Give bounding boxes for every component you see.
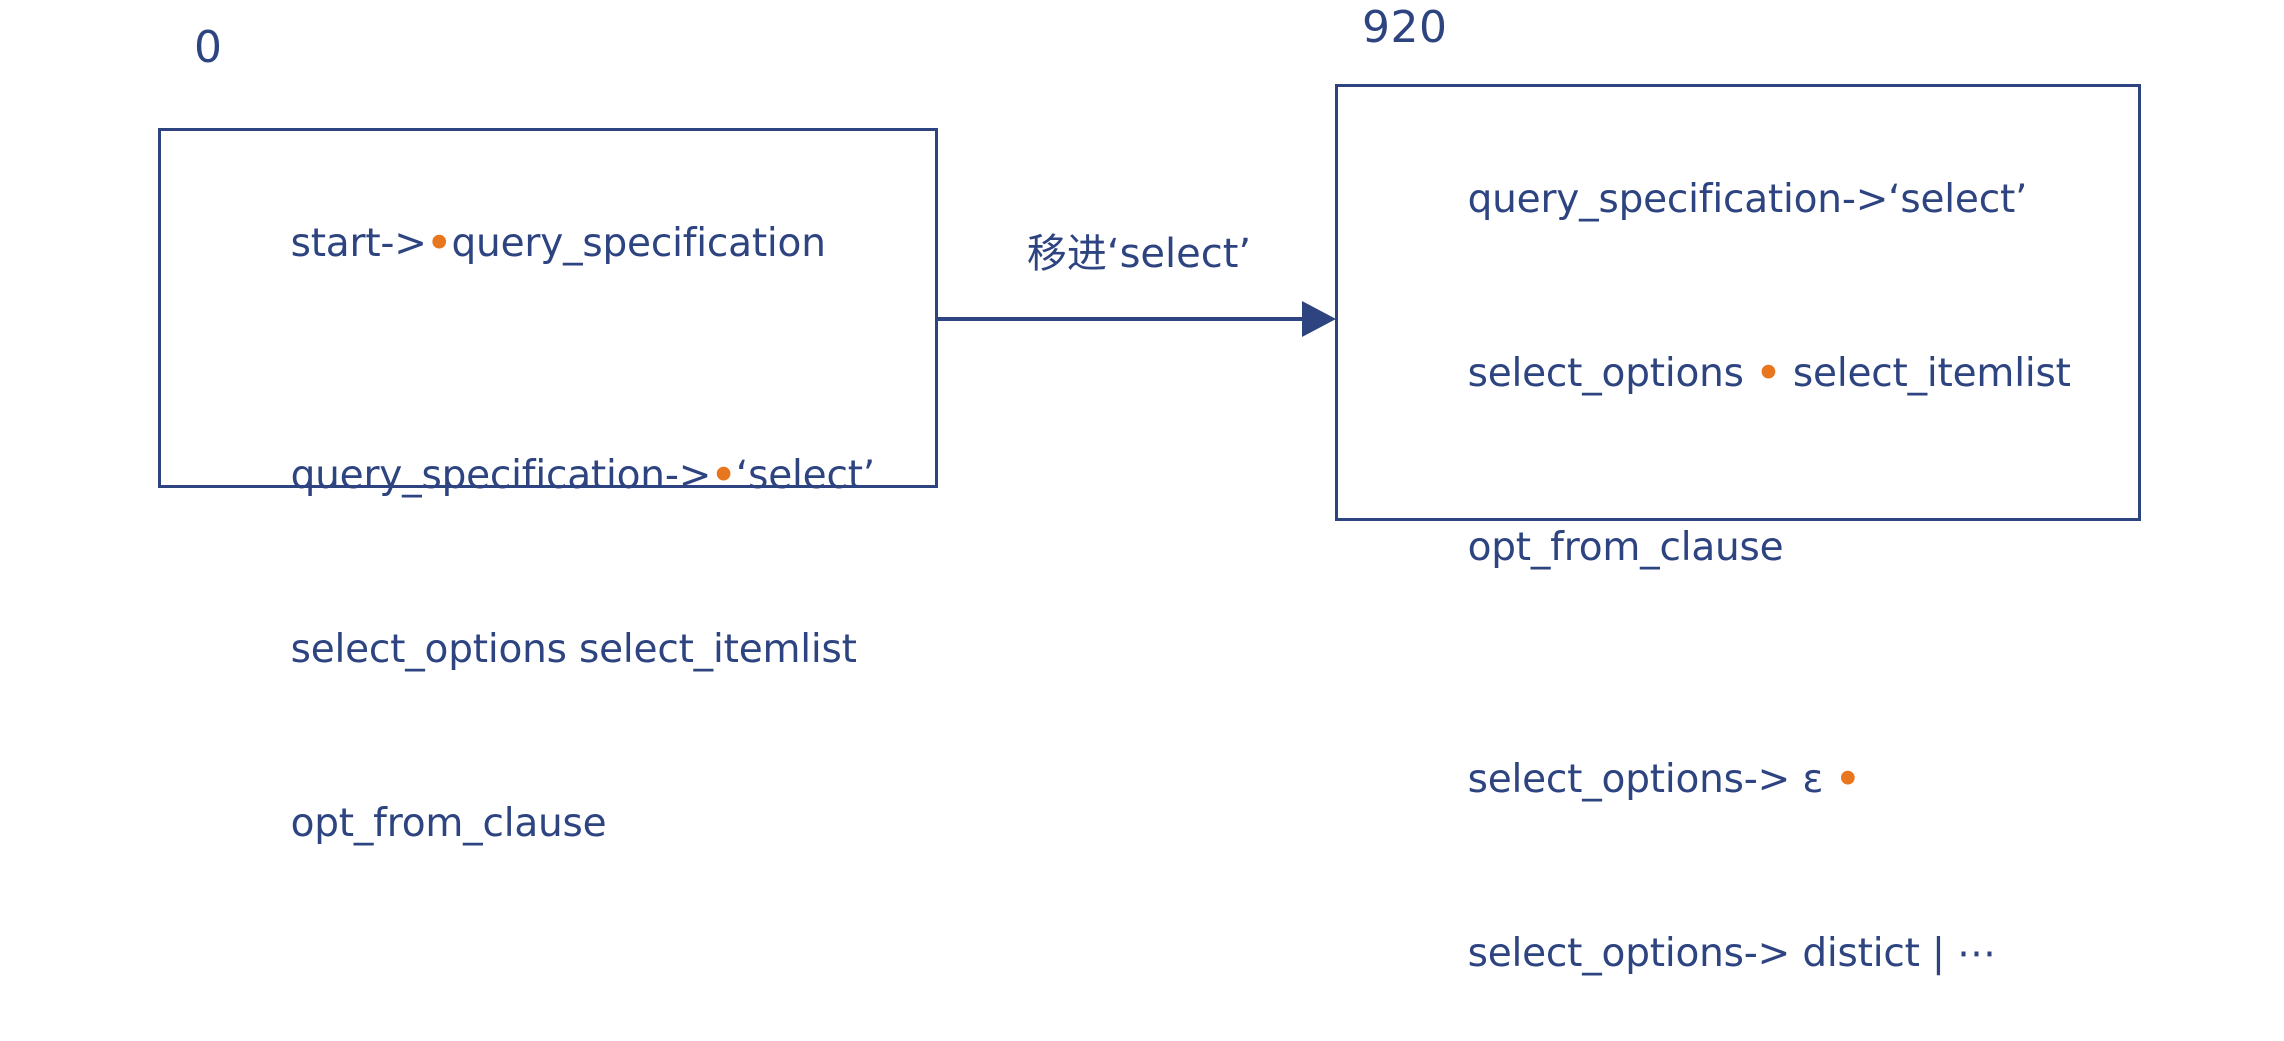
- item-line: select_options-> distict | ⋯: [1370, 867, 2071, 1041]
- item-line: opt_from_clause: [1370, 461, 2071, 635]
- transition-arrow: [938, 296, 1338, 342]
- item-list-state-920: query_specification->‘select’ select_opt…: [1338, 87, 2071, 1041]
- item-line: start->•query_specification: [193, 157, 875, 331]
- item-text: select_options-> ε: [1467, 757, 1836, 802]
- diagram-canvas: 0 start->•query_specification query_spec…: [158, 2, 2141, 976]
- item-text: select_itemlist: [1780, 351, 2071, 396]
- state-box-920: query_specification->‘select’ select_opt…: [1335, 84, 2141, 976]
- item-line-spacer: [193, 331, 875, 389]
- state-box-0: start->•query_specification query_specif…: [158, 128, 938, 846]
- item-text: query_specification->: [290, 453, 712, 498]
- item-text: select_options-> distict | ⋯: [1467, 931, 1996, 976]
- item-text: start->: [290, 221, 427, 266]
- parse-position-dot-icon: •: [711, 453, 736, 498]
- transition-label: 移进‘select’: [1026, 231, 1252, 277]
- item-line: opt_from_clause: [193, 737, 875, 911]
- item-line: query_specification->•‘select’: [193, 389, 876, 563]
- item-line: select_options • select_itemlist: [1370, 287, 2071, 461]
- parse-position-dot-icon: •: [1756, 351, 1781, 396]
- item-text: opt_from_clause: [1467, 525, 1784, 570]
- parse-position-dot-icon: •: [1835, 757, 1861, 802]
- item-text: ‘select’: [735, 453, 875, 498]
- item-text: select_options: [1467, 351, 1756, 396]
- item-text: select_options select_itemlist: [290, 627, 857, 672]
- item-line: select_options select_itemlist: [193, 563, 875, 737]
- state-label-920: 920: [1362, 2, 1448, 53]
- item-line: select_options-> ε •: [1370, 693, 2071, 867]
- item-list-state-0: start->•query_specification query_specif…: [161, 131, 876, 911]
- item-text: query_specification->‘select’: [1467, 177, 2028, 222]
- item-line: query_specification->‘select’: [1370, 113, 2071, 287]
- item-line-spacer: [1370, 635, 2071, 693]
- state-label-0: 0: [194, 22, 223, 73]
- item-text: opt_from_clause: [290, 801, 607, 846]
- item-text: query_specification: [451, 221, 826, 266]
- parse-position-dot-icon: •: [426, 221, 452, 266]
- arrow-icon: [938, 301, 1336, 337]
